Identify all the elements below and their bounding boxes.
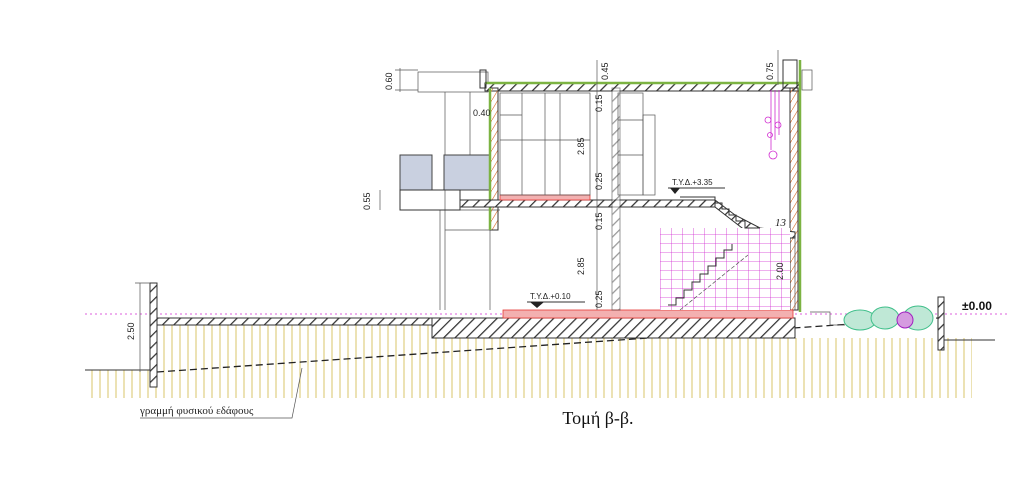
dim-upper-slab: 0.15 [594,94,604,112]
stair-grid [660,228,790,310]
foundation [431,317,796,339]
svg-text:γραμμή φυσικού εδάφους: γραμμή φυσικού εδάφους [139,405,254,417]
dim-upper-height: 2.85 [576,137,586,155]
section-title: Τομή β-β. [562,408,633,428]
dim-canopy: 0.60 [384,72,394,90]
stair-lower [668,244,733,306]
ground-note: γραμμή φυσικού εδάφους [139,367,303,419]
dim-under-stair: 2.00 [775,262,785,280]
retaining-wall-left [149,282,158,388]
fence-post-right [937,296,945,351]
svg-text:Τ.Υ.Δ.+3.35: Τ.Υ.Δ.+3.35 [672,178,713,187]
dimension-lines [135,50,796,372]
wardrobes [499,92,656,196]
level-marker-ground: Τ.Υ.Δ.+0.10 [527,292,585,308]
svg-text:Τ.Υ.Δ.+0.10: Τ.Υ.Δ.+0.10 [530,292,571,301]
dim-wall: 0.40 [473,108,491,118]
yard-slab [154,317,436,326]
dim-lower-floor: 0.25 [594,290,604,308]
plants [810,305,934,331]
floor-heating-upper [499,194,591,201]
dim-retaining: 2.50 [126,322,136,340]
level-marker-upper: Τ.Υ.Δ.+3.35 [668,178,725,194]
stair-step-count: 13 [775,217,787,229]
dim-parapet: 0.75 [765,62,775,80]
ground-slab [502,309,794,319]
pendant-lamp-icon [764,90,782,160]
dim-lower-slab: 0.15 [594,212,604,230]
zero-level-label: ±0.00 [962,299,992,313]
upper-slab [459,199,716,208]
soil [85,325,995,398]
dim-lower-height: 2.85 [576,257,586,275]
stair-upper [680,196,760,229]
dim-roof-slab: 0.45 [600,62,610,80]
dim-upper-floor: 0.25 [594,172,604,190]
natural-ground-line [156,317,939,373]
exterior-wall-right [789,87,799,311]
dim-balcony: 0.55 [362,192,372,210]
